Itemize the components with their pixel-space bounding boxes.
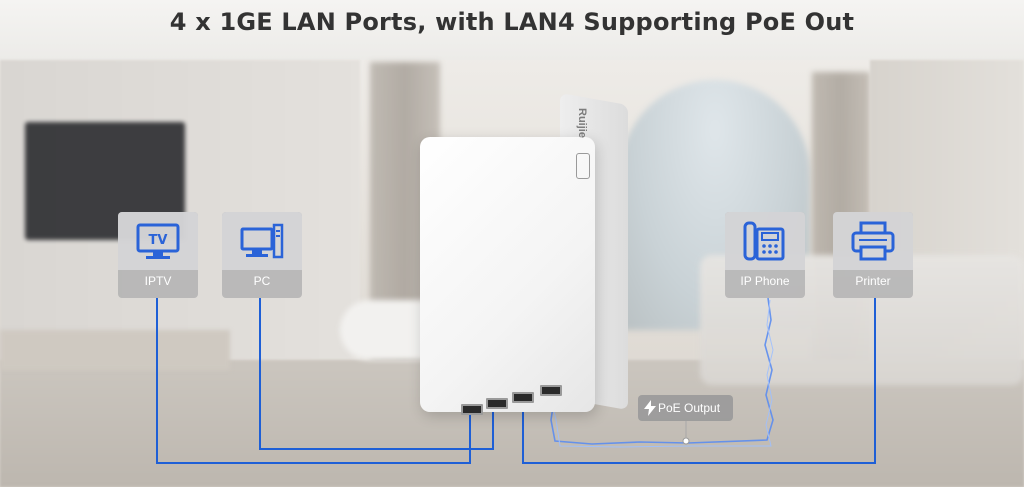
device-card-iptv: TV IPTV xyxy=(118,212,198,298)
device-label-printer: Printer xyxy=(855,274,891,288)
printer-icon xyxy=(851,221,895,261)
device-label-iptv: IPTV xyxy=(144,274,172,288)
lan-port-2 xyxy=(486,398,508,409)
device-card-printer: Printer xyxy=(833,212,913,298)
wifi6-badge-icon xyxy=(576,153,590,179)
cable-pc xyxy=(259,298,494,450)
cable-iptv xyxy=(156,298,471,464)
device-card-ip-phone: IP Phone xyxy=(725,212,805,298)
desktop-computer-icon xyxy=(240,223,284,259)
lan-port-1 xyxy=(461,404,483,415)
room-ceiling xyxy=(0,0,1024,60)
poe-output-label: PoE Output xyxy=(658,401,721,415)
cable-printer xyxy=(522,298,876,464)
wall-router: Ruijie xyxy=(420,93,630,413)
device-label-ip-phone: IP Phone xyxy=(740,274,790,288)
tv-icon: TV xyxy=(136,223,180,259)
poe-output-badge: PoE Output xyxy=(638,395,733,421)
cable-ip-phone-poe-glow xyxy=(551,299,774,448)
desk-phone-icon xyxy=(743,221,785,261)
lightning-bolt-icon xyxy=(644,400,656,416)
cable-ip-phone-poe xyxy=(550,297,774,445)
device-card-pc: PC xyxy=(222,212,302,298)
page-title: 4 x 1GE LAN Ports, with LAN4 Supporting … xyxy=(169,8,855,36)
lan-port-3 xyxy=(512,392,534,403)
lan-port-4 xyxy=(540,385,562,396)
router-front-panel xyxy=(420,137,595,412)
room-desk xyxy=(0,330,230,370)
poe-junction-dot xyxy=(682,437,690,445)
device-label-pc: PC xyxy=(253,274,271,288)
router-brand-logo: Ruijie xyxy=(576,108,588,138)
svg-text:TV: TV xyxy=(149,233,168,248)
